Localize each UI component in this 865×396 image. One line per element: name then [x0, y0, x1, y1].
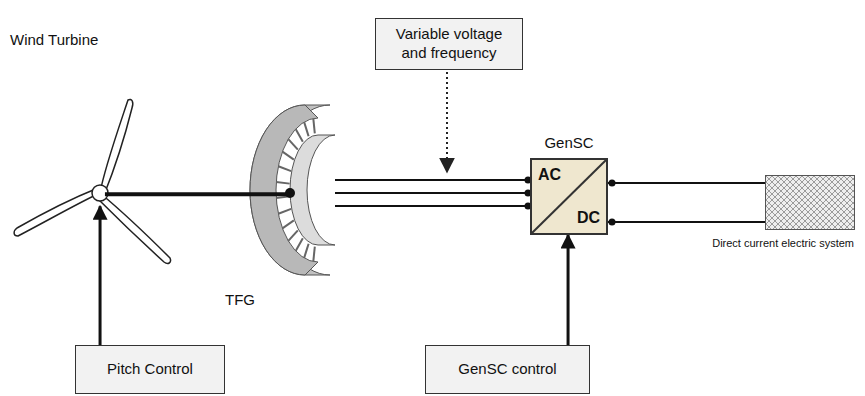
control-box: Pitch Control: [75, 345, 225, 394]
stator-tooth: [288, 139, 298, 150]
blade: [97, 193, 171, 263]
grid-symbol: [766, 176, 854, 229]
block-label: GenSC: [544, 134, 593, 153]
generator-rotor: [290, 135, 335, 245]
stator-tooth: [282, 220, 293, 228]
figure-label: Wind Turbine: [10, 31, 98, 50]
stator-tooth: [278, 209, 291, 214]
power-wire: [608, 183, 765, 222]
diagonal-line: [532, 160, 606, 233]
box-text: Variable voltage and frequency: [384, 25, 514, 63]
power-wire: [105, 192, 290, 196]
converter-box: GenSCACDC: [530, 158, 608, 235]
generator: TFG: [215, 100, 350, 310]
stator-tooth: [304, 244, 308, 258]
control-box: GenSC control: [425, 345, 590, 394]
blade: [100, 99, 133, 195]
blade: [14, 188, 100, 236]
generator-shell: [250, 105, 330, 275]
stator-tooth: [276, 182, 289, 184]
box-text: Pitch Control: [107, 360, 193, 379]
note-box: Variable voltage and frequency: [375, 18, 523, 70]
pointer-line: [446, 72, 448, 172]
stator-tooth: [313, 118, 315, 133]
box-text: GenSC control: [458, 360, 556, 379]
stator-teeth: [276, 118, 315, 261]
generator-face: [250, 105, 318, 275]
figure-label: TFG: [225, 291, 255, 310]
dc-system: Direct current electric system: [765, 175, 855, 230]
control-arrow: [567, 235, 570, 345]
stator-tooth: [296, 238, 303, 251]
stator-tooth: [282, 152, 293, 160]
wind-turbine: Wind Turbine: [5, 25, 195, 287]
turbine-rotor: [14, 99, 170, 263]
stator-tooth: [278, 166, 291, 171]
stator-tooth: [296, 129, 303, 142]
figure-label: Direct current electric system: [712, 237, 854, 251]
stator-tooth: [304, 122, 308, 136]
power-wire: [335, 180, 530, 206]
port-label: DC: [577, 208, 600, 228]
generator-figure: [250, 105, 335, 275]
stator-tooth: [313, 247, 315, 262]
port-label: AC: [538, 165, 561, 185]
control-arrow: [99, 206, 102, 345]
grid-fill: [766, 176, 854, 229]
stator-tooth: [288, 230, 298, 241]
